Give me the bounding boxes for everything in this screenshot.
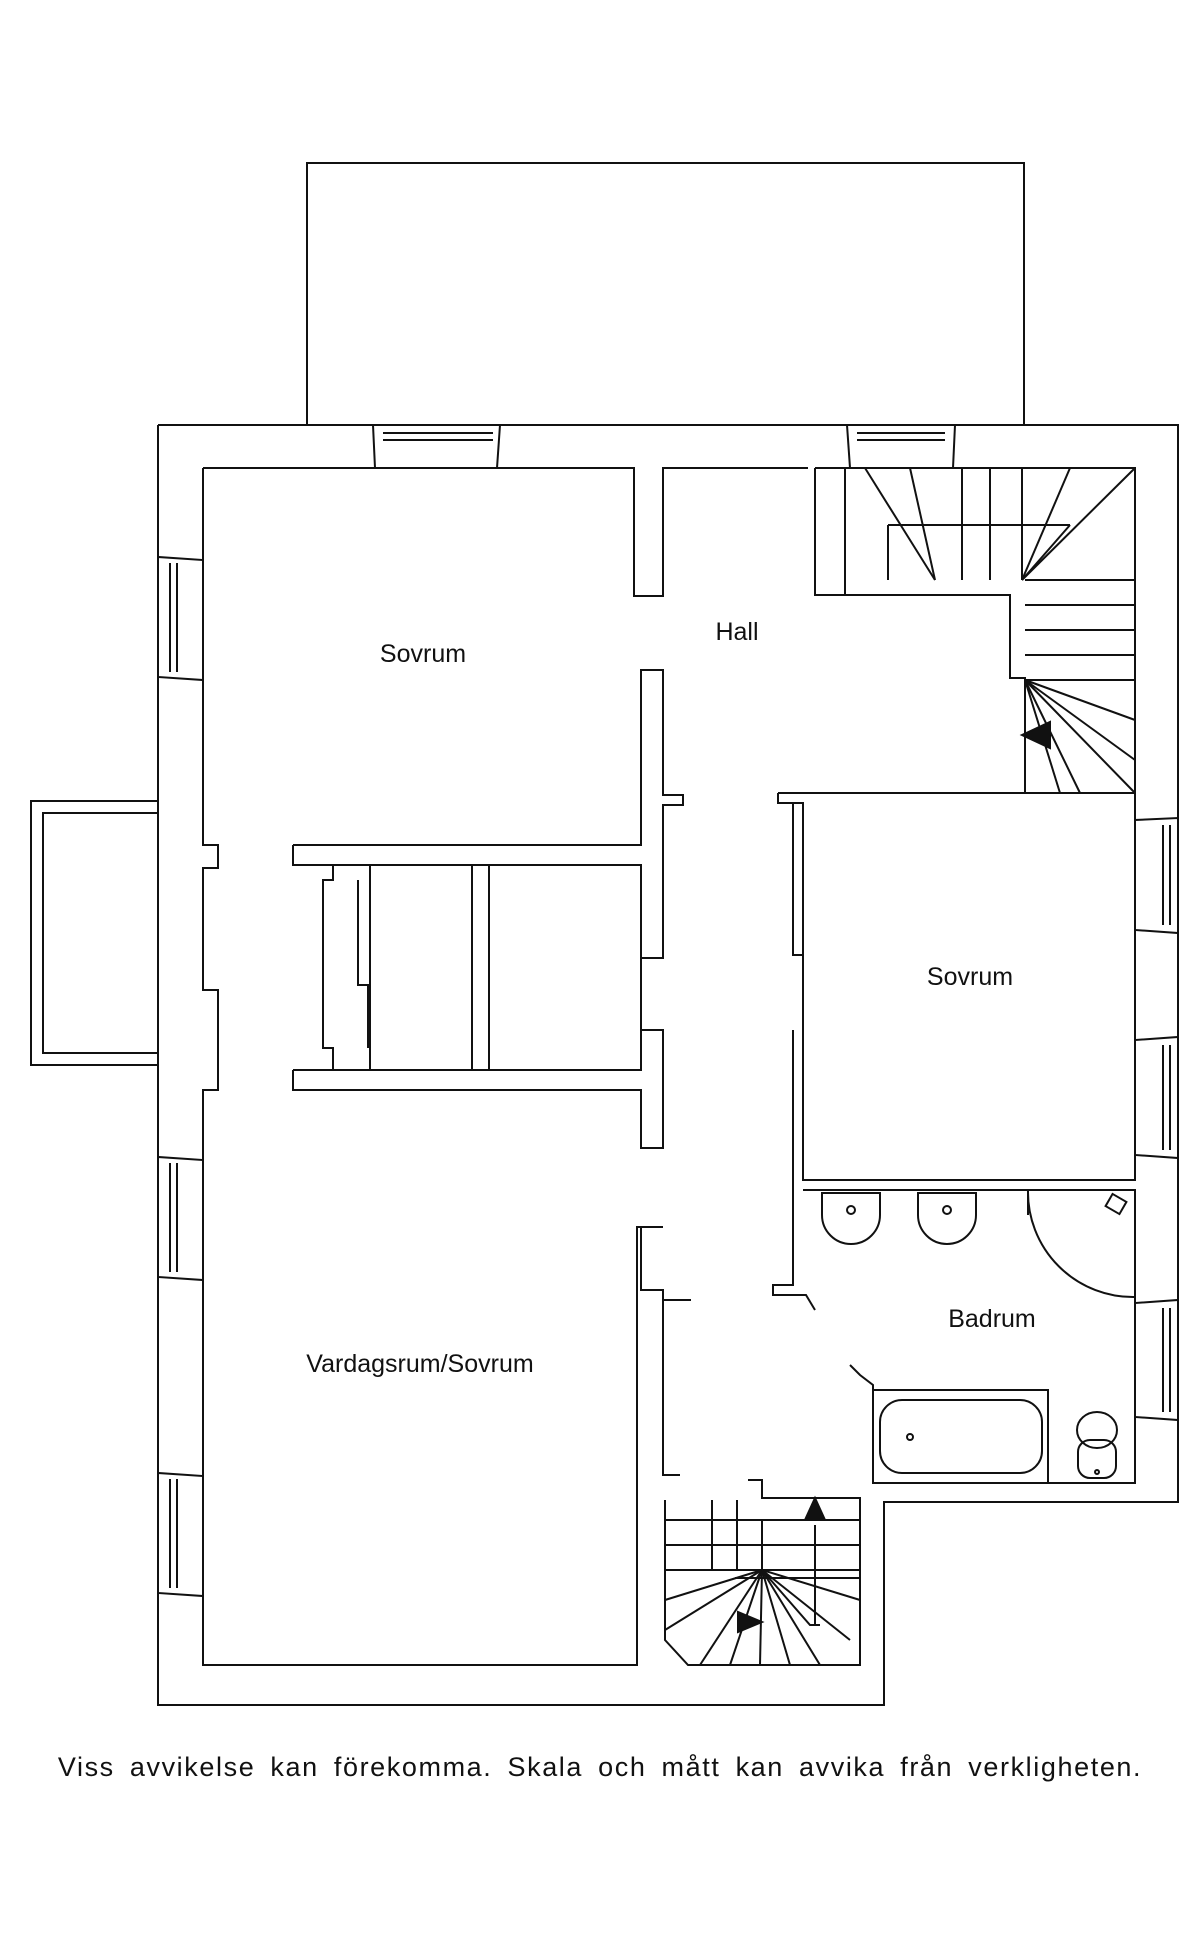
- wall-bedroom-right: [777, 792, 1136, 1181]
- sink-2: [917, 1192, 977, 1245]
- room-label-bedroom-right: Sovrum: [927, 963, 1013, 991]
- bathtub: [872, 1389, 1049, 1484]
- stair-arrow-bottom-right: [737, 1610, 765, 1634]
- closet-walls: [322, 864, 642, 1071]
- room-label-bedroom-top-left: Sovrum: [380, 640, 466, 668]
- stair-arrow-top: [1019, 720, 1051, 750]
- stairs-bottom: [664, 1479, 861, 1666]
- toilet: [1076, 1411, 1118, 1479]
- wall-hall-right: [792, 803, 803, 956]
- balcony-top: [306, 162, 1025, 426]
- wall-bedroom-right-lower: [772, 1030, 816, 1311]
- windows: [157, 424, 1179, 1598]
- disclaimer-text: Viss avvikelse kan förekomma. Skala och …: [57, 1752, 1143, 1782]
- faucet-icon: [1104, 1192, 1128, 1216]
- stairs-top: [814, 467, 1136, 794]
- sink-1: [821, 1192, 881, 1245]
- door-swing-bathroom: [1026, 1189, 1136, 1299]
- wall-stair-lower: [662, 1300, 680, 1476]
- stair-arrow-bottom-up: [803, 1495, 827, 1521]
- balcony-left: [30, 800, 158, 1066]
- wall-bedroom-top-left: [203, 467, 808, 597]
- wall-closets: [292, 1029, 664, 1149]
- outer-wall-outer: [157, 424, 1179, 1706]
- room-label-hall: Hall: [715, 618, 758, 646]
- wall-left-upper: [202, 468, 663, 1666]
- wall-living-right: [640, 1227, 691, 1301]
- room-label-living-bedroom: Vardagsrum/Sovrum: [306, 1350, 533, 1378]
- room-label-bathroom: Badrum: [948, 1305, 1036, 1333]
